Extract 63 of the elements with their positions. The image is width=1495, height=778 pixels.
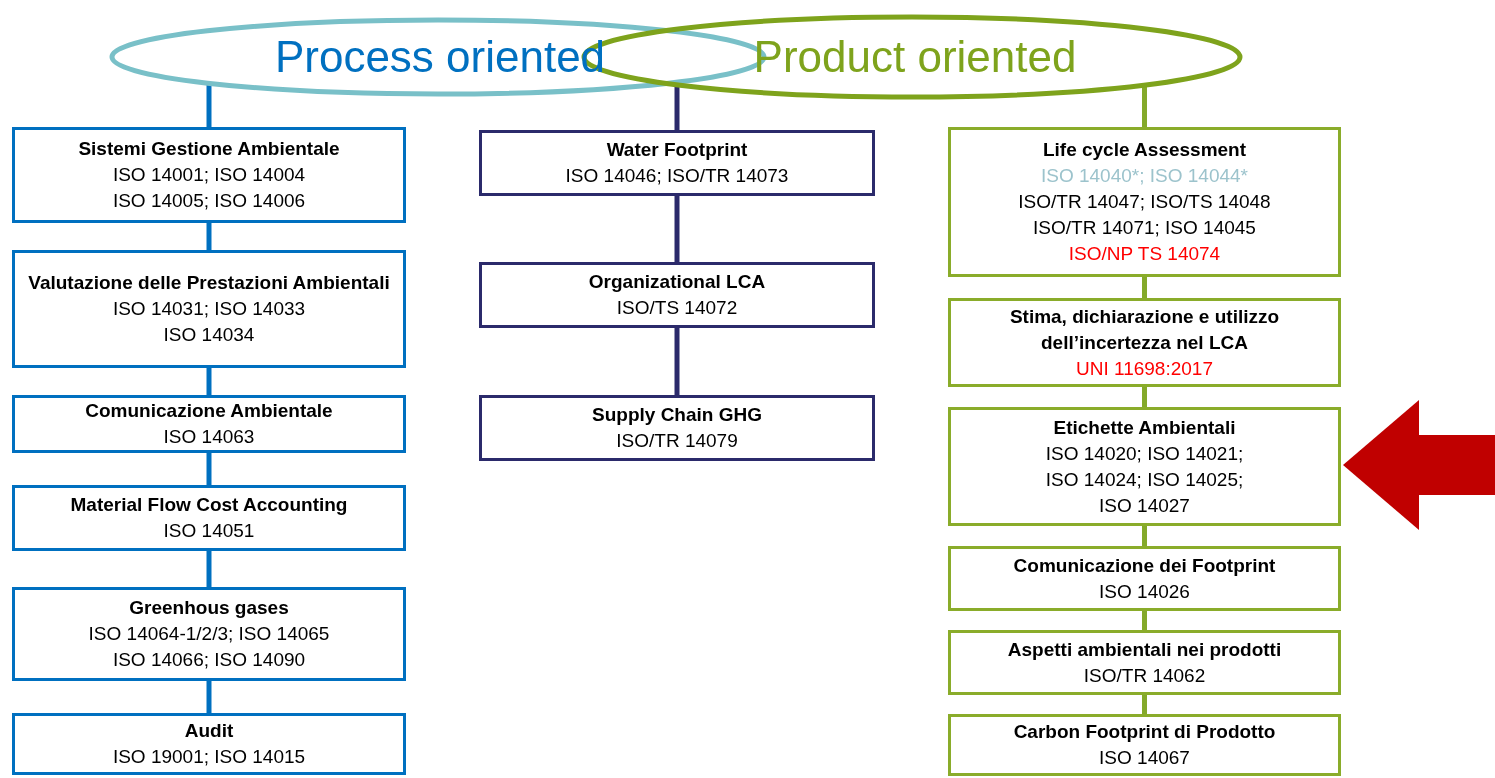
standard-box [12, 713, 406, 775]
standard-codes: ISO 14001; ISO 14004 ISO 14005; ISO 14006 [111, 163, 307, 213]
connector-line [674, 328, 680, 395]
standard-box [479, 262, 875, 328]
box-heading: Water Footprint [606, 138, 748, 162]
connector-line [1142, 695, 1147, 714]
standard-codes: ISO/TR 14047; ISO/TS 14048 ISO/TR 14071; ISO 14045 [1017, 190, 1272, 240]
box-heading: Organizational LCA [588, 270, 766, 294]
box-heading: Sistemi Gestione Ambientale [78, 137, 340, 161]
standard-box [479, 130, 875, 196]
standard-codes: ISO 14026 [1099, 579, 1190, 604]
standard-box [12, 587, 406, 681]
connector-line [1142, 387, 1147, 407]
standard-box [12, 395, 406, 453]
box-heading: Stima, dichiarazione e utilizzo dell’incertezza nel LCA [1008, 304, 1281, 355]
big-arrow [1343, 400, 1495, 530]
connector-line [206, 453, 212, 485]
standard-codes: UNI 11698:2017 [1076, 356, 1213, 381]
standard-codes: ISO 14064-1/2/3; ISO 14065 ISO 14066; ISO 14090 [87, 622, 331, 672]
standard-box [948, 407, 1341, 526]
standard-codes: ISO 14051 [163, 519, 255, 543]
box-heading: Greenhous gases [129, 596, 289, 620]
box-heading: Supply Chain GHG [592, 403, 762, 427]
standard-codes: ISO 14046; ISO/TR 14073 [565, 164, 789, 188]
standard-box [12, 127, 406, 223]
connector-line [206, 681, 212, 713]
standard-codes: ISO/NP TS 14074 [1068, 242, 1221, 266]
standard-box [12, 485, 406, 551]
box-heading: Comunicazione dei Footprint [1013, 553, 1276, 578]
box-heading: Valutazione delle Prestazioni Ambientali [28, 271, 390, 295]
connector-line [206, 83, 212, 127]
connector-line [206, 551, 212, 587]
standard-codes: ISO 14031; ISO 14033 ISO 14034 [111, 297, 307, 347]
standard-box [948, 546, 1341, 611]
connector-line [1142, 277, 1147, 298]
standard-codes: ISO/TR 14062 [1083, 663, 1206, 688]
standard-codes: ISO 14020; ISO 14021; ISO 14024; ISO 14025; ISO 14027 [1044, 441, 1245, 518]
standard-box [948, 298, 1341, 387]
standard-box [948, 630, 1341, 695]
standard-codes: ISO 14067 [1099, 746, 1190, 770]
connector-line [1142, 526, 1147, 546]
box-heading: Life cycle Assessment [1042, 138, 1247, 162]
standard-codes: ISO 19001; ISO 14015 [112, 745, 306, 769]
connector-line [206, 368, 212, 395]
standard-box [948, 127, 1341, 277]
box-heading: Comunicazione Ambientale [85, 399, 333, 423]
standard-box [948, 714, 1341, 776]
standard-box [479, 395, 875, 461]
standard-codes: ISO 14040*; ISO 14044* [1040, 164, 1248, 188]
connector-line [1142, 85, 1147, 127]
box-heading: Material Flow Cost Accounting [70, 493, 348, 517]
box-heading: Audit [184, 719, 234, 743]
standard-codes: ISO/TS 14072 [616, 296, 738, 320]
box-heading: Etichette Ambientali [1053, 415, 1236, 440]
standard-codes: ISO 14063 [163, 425, 255, 449]
box-heading: Carbon Footprint di Prodotto [1013, 720, 1276, 744]
box-heading: Aspetti ambientali nei prodotti [1007, 637, 1282, 662]
connector-line [1142, 611, 1147, 630]
connector-line [674, 84, 680, 130]
connector-line [674, 196, 680, 262]
standard-codes: ISO/TR 14079 [616, 429, 738, 453]
connector-line [206, 223, 212, 250]
standard-box [12, 250, 406, 368]
